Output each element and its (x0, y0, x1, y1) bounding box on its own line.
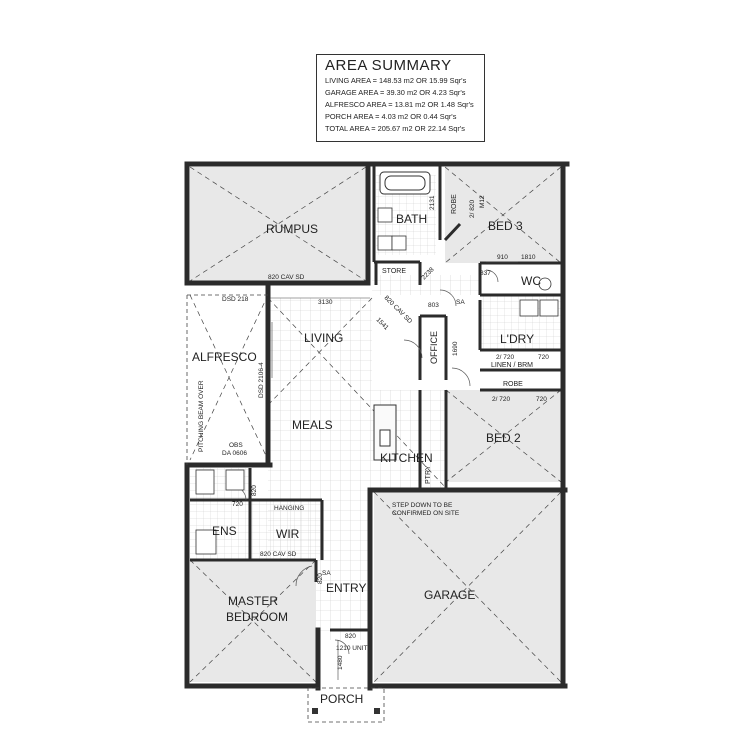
alfresco-label: ALFRESCO (192, 350, 257, 364)
room-fills (190, 167, 561, 682)
area-line-living: LIVING AREA = 148.53 m2 OR 15.99 Sqr's (325, 76, 467, 85)
cav-hall-note: 820 CAV SD (383, 294, 414, 325)
robe-label: ROBE (503, 381, 523, 388)
dim-837: 837 (480, 270, 491, 277)
internal-walls (190, 166, 563, 632)
area-line-porch: PORCH AREA = 4.03 m2 OR 0.44 Sqr's (325, 112, 457, 121)
garage-fill (374, 492, 561, 682)
sa-hall-note: SA (456, 299, 465, 306)
dim-3130: 3130 (318, 299, 333, 306)
linen-label: LINEN / BRM (491, 362, 533, 369)
dim-720-ens: 720 (232, 501, 243, 508)
ens-label: ENS (212, 524, 237, 538)
dim-1810: 1810 (521, 254, 536, 261)
dim-820-porch: 820 (345, 633, 356, 640)
dim-1541: 1541 (375, 316, 390, 331)
wc-label: WC (521, 274, 541, 288)
dim-1690: 1690 (452, 341, 459, 356)
dimension-lines (270, 261, 518, 680)
master-label-line1: MASTER (228, 594, 278, 608)
dim-720-b: 720 (536, 396, 547, 403)
porch-label: PORCH (320, 692, 363, 706)
office-fill (422, 316, 446, 378)
wir-tile (250, 500, 322, 560)
porch-outline (307, 687, 385, 723)
garage-label: GARAGE (424, 588, 475, 602)
entry-label: ENTRY (326, 581, 366, 595)
area-line-garage: GARAGE AREA = 39.30 m2 OR 4.23 Sqr's (325, 88, 466, 97)
dim-820-wir: 820 (251, 485, 258, 496)
step-down-note-1: STEP DOWN TO BE (392, 502, 453, 509)
store-label: STORE (382, 268, 406, 275)
sa-entry-note: SA (322, 570, 331, 577)
hanging-label: HANGING (274, 505, 304, 512)
bed3-label: BED 3 (488, 219, 523, 233)
obs-note: OBS (229, 442, 243, 449)
area-summary-title: AREA SUMMARY (325, 57, 452, 74)
da-note: DA 0606 (222, 450, 247, 457)
rumpus-label: RUMPUS (266, 222, 318, 236)
dim-2131: 2131 (429, 195, 436, 210)
pitching-beam-note: PITCHING BEAM OVER (198, 380, 205, 452)
dim-2-720-b: 2/ 720 (492, 396, 510, 403)
area-summary-box: AREA SUMMARY LIVING AREA = 148.53 m2 OR … (316, 54, 485, 142)
dim-m12: M12 (479, 195, 486, 208)
wir-label: WIR (276, 527, 300, 541)
dsd-2106-note: DSD 2106-4 (258, 362, 265, 398)
bed2-label: BED 2 (486, 431, 521, 445)
living-label: LIVING (304, 331, 343, 345)
cav-rumpus-note: 820 CAV SD (268, 274, 305, 281)
entry-tile (316, 560, 372, 640)
dim-910: 910 (497, 254, 508, 261)
dim-2-820: 2/ 820 (469, 200, 476, 218)
bath-label: BATH (396, 212, 427, 226)
robe-bed3-label: ROBE (451, 194, 458, 214)
dim-720-a: 720 (538, 354, 549, 361)
area-line-total: TOTAL AREA = 205.67 m2 OR 22.14 Sqr's (325, 124, 465, 133)
kitchen-label: KITCHEN (380, 451, 433, 465)
dim-803: 803 (428, 302, 439, 309)
door-swings (231, 269, 499, 655)
dsd-218-note: DSD 218 (222, 296, 249, 303)
hall-tile (372, 275, 480, 295)
step-down-note-2: CONFIRMED ON SITE (392, 510, 460, 517)
dim-820-entry: 820 (317, 573, 324, 584)
alfresco-outline (186, 294, 268, 465)
area-line-alfresco: ALFRESCO AREA = 13.81 m2 OR 1.48 Sqr's (325, 100, 474, 109)
diagonal-lines (189, 166, 562, 683)
unit-note: 1210 UNIT (336, 645, 367, 652)
kitchen-bench (373, 404, 397, 461)
cav-wir-note: 820 CAV SD (260, 551, 297, 558)
master-label-line2: BEDROOM (226, 610, 288, 624)
office-label: OFFICE (429, 331, 439, 364)
meals-label: MEALS (292, 418, 333, 432)
ldry-label: L'DRY (500, 332, 534, 346)
dim-1480: 1480 (337, 655, 344, 670)
room-labels: RUMPUS BATH BED 3 STORE WC L'DRY LINEN /… (192, 194, 541, 706)
ptry-label: PTRY (425, 465, 432, 484)
bath-tub (379, 171, 431, 195)
walls (184, 161, 570, 691)
dim-2-720-a: 2/ 720 (496, 354, 514, 361)
fixtures (195, 207, 559, 555)
